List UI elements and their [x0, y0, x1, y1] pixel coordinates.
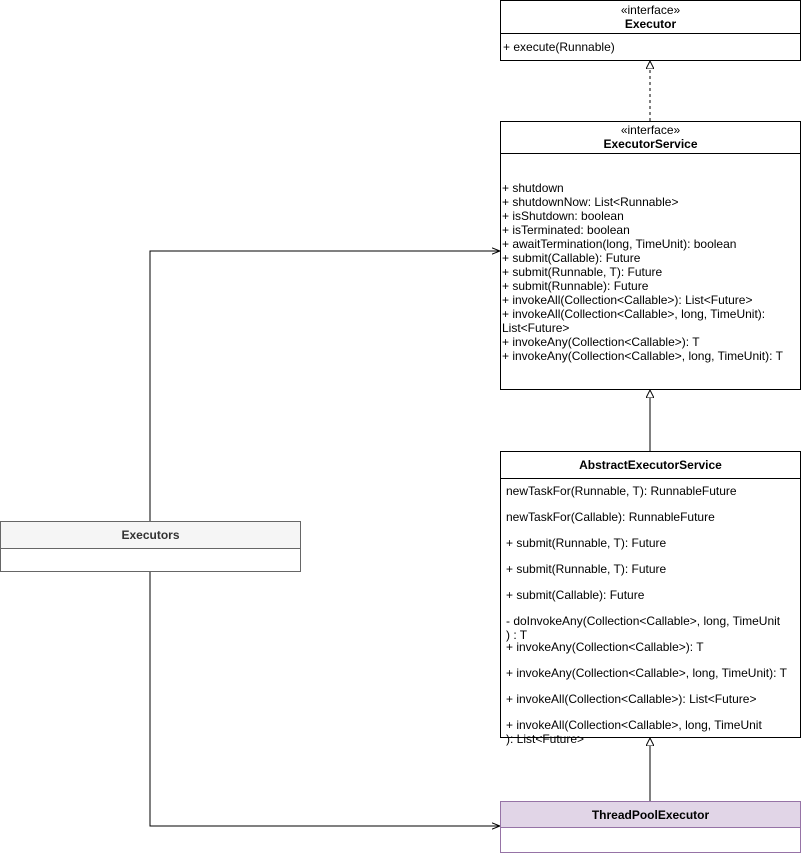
executor-class-box[interactable]: «interface» Executor + execute(Runnable) [500, 0, 801, 61]
executorservice-member: + awaitTermination(long, TimeUnit): bool… [502, 237, 737, 251]
executorservice-member: + submit(Callable): Future [502, 251, 641, 265]
abstractexecutorservice-member: + invokeAny(Collection<Callable>, long, … [506, 666, 787, 680]
abstractexecutorservice-member: + submit(Callable): Future [506, 588, 645, 602]
abstractexecutorservice-member: + invokeAny(Collection<Callable>): T [506, 640, 704, 654]
abstractexecutorservice-class-box[interactable]: AbstractExecutorService newTaskFor(Runna… [500, 451, 801, 746]
abstractexecutorservice-member: + submit(Runnable, T): Future [506, 536, 667, 550]
abstractexecutorservice-member: newTaskFor(Runnable, T): RunnableFuture [506, 484, 737, 498]
executor-member: + execute(Runnable) [503, 40, 615, 54]
executors-class-box[interactable]: Executors [0, 521, 301, 572]
executor-stereotype: «interface» [620, 3, 681, 17]
association-arrow-executors-to-threadpoolexecutor [149, 572, 500, 826]
executor-class-name: Executor [624, 17, 677, 31]
executors-class-header: Executors [1, 522, 300, 549]
threadpoolexecutor-class-header: ThreadPoolExecutor [501, 802, 800, 828]
abstractexecutorservice-member: + invokeAll(Collection<Callable>): List<… [506, 692, 757, 706]
executorservice-member: + invokeAll(Collection<Callable>, long, … [502, 307, 769, 335]
executorservice-member: + submit(Runnable): Future [502, 279, 649, 293]
executorservice-class-box[interactable]: «interface» ExecutorService + shutdown +… [500, 121, 801, 390]
executorservice-class-name: ExecutorService [603, 137, 698, 151]
executorservice-member: + invokeAny(Collection<Callable>): T [502, 335, 700, 349]
abstractexecutorservice-member: + invokeAll(Collection<Callable>, long, … [506, 718, 766, 746]
executorservice-stereotype: «interface» [620, 123, 681, 137]
executorservice-member: + shutdownNow: List<Runnable> [502, 195, 679, 209]
abstractexecutorservice-member: - doInvokeAny(Collection<Callable>, long… [506, 614, 784, 642]
executorservice-member: + isShutdown: boolean [502, 209, 624, 223]
threadpoolexecutor-class-name: ThreadPoolExecutor [591, 808, 710, 822]
abstractexecutorservice-class-header: AbstractExecutorService [501, 452, 800, 479]
executorservice-class-header: «interface» ExecutorService [501, 122, 800, 154]
abstractexecutorservice-member: newTaskFor(Callable): RunnableFuture [506, 510, 715, 524]
executorservice-member: + submit(Runnable, T): Future [502, 265, 663, 279]
executorservice-member: + shutdown [502, 181, 564, 195]
threadpoolexecutor-class-body [501, 828, 800, 852]
association-arrow-executors-to-executorservice [149, 251, 500, 521]
abstractexecutorservice-member: + submit(Runnable, T): Future [506, 562, 667, 576]
executors-class-name: Executors [121, 528, 180, 542]
executorservice-member: + invokeAny(Collection<Callable>, long, … [502, 349, 783, 363]
executorservice-member: + invokeAll(Collection<Callable>): List<… [502, 293, 753, 307]
abstractexecutorservice-class-name: AbstractExecutorService [579, 458, 722, 472]
threadpoolexecutor-class-box[interactable]: ThreadPoolExecutor [500, 801, 801, 853]
executor-class-header: «interface» Executor [501, 1, 800, 34]
executorservice-member: + isTerminated: boolean [502, 223, 630, 237]
